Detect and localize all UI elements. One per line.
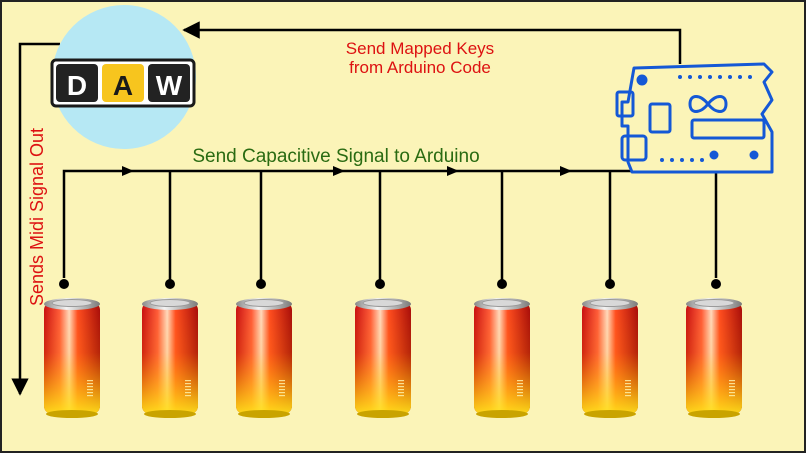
daw-tile-d (56, 64, 98, 102)
mapped-keys-wire (182, 21, 682, 64)
midi-out-label: Sends Midi Signal Out (27, 128, 47, 306)
can-contact (256, 279, 266, 289)
daw-tile-w (148, 64, 190, 102)
mapped-keys-label-line1: Send Mapped Keys (346, 39, 494, 58)
mapped-keys-label-line2: from Arduino Code (349, 58, 491, 77)
bus-arrow (447, 166, 459, 176)
arduino-board-icon (615, 62, 774, 174)
daw-letter-w: W (156, 70, 183, 101)
can-contact (59, 279, 69, 289)
daw-letter-a: A (113, 70, 133, 101)
soda-can-icon (581, 297, 639, 419)
capacitive-bus (59, 166, 721, 289)
soda-can-icon (43, 297, 101, 419)
can-contact (165, 279, 175, 289)
soda-can-icon (354, 297, 412, 419)
soda-can-icon (141, 297, 199, 419)
capacitive-signal-label: Send Capacitive Signal to Arduino (192, 146, 479, 167)
can-contact (497, 279, 507, 289)
can-contact (605, 279, 615, 289)
bus-arrow (333, 166, 345, 176)
bus-arrow (122, 166, 134, 176)
daw-node: D A W (50, 5, 196, 149)
can-contact (375, 279, 385, 289)
bus-arrow (560, 166, 572, 176)
infinity-logo (688, 95, 728, 113)
soda-can-row (43, 297, 743, 419)
can-contact (711, 279, 721, 289)
daw-tile-a (102, 64, 144, 102)
soda-can-icon (473, 297, 531, 419)
soda-can-icon (235, 297, 293, 419)
daw-letter-d: D (67, 70, 87, 101)
midi-out-wire (11, 42, 60, 396)
soda-can-icon (685, 297, 743, 419)
